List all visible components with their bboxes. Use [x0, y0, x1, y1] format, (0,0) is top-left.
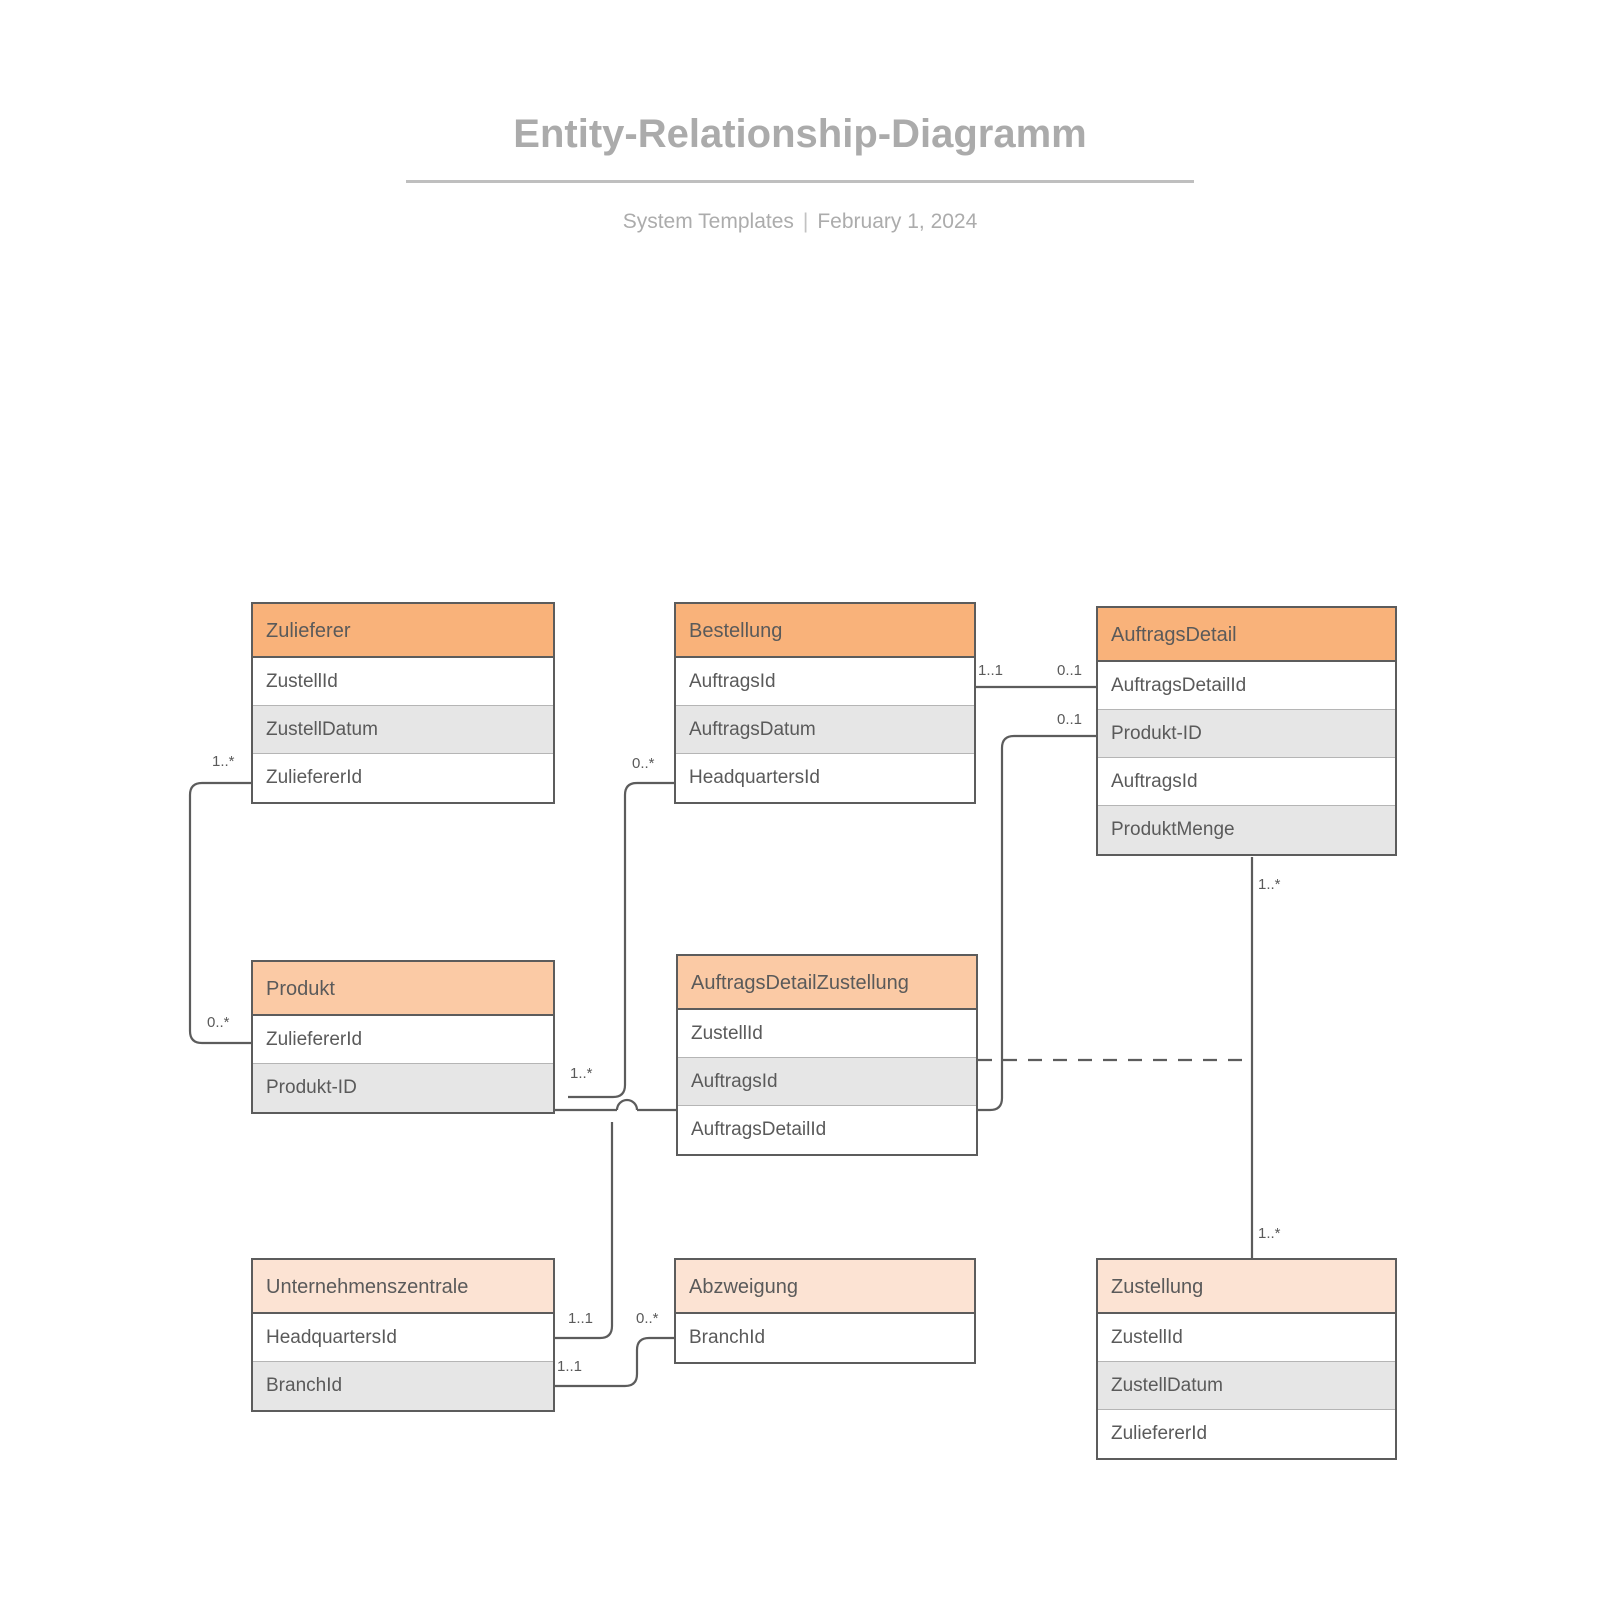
- cardinality-label: 0..1: [1057, 711, 1083, 728]
- cardinality-label: 0..*: [207, 1014, 230, 1031]
- cardinality-label: 1..1: [568, 1310, 594, 1327]
- attribute-row: ProduktMenge: [1098, 806, 1395, 854]
- attribute-row: BranchId: [253, 1362, 553, 1410]
- attribute-row: AuftragsId: [676, 658, 974, 706]
- cardinality-label: 1..*: [1258, 876, 1281, 893]
- title-divider: [406, 180, 1194, 183]
- subtitle-date: February 1, 2024: [817, 210, 978, 233]
- cardinality-label: 1..1: [557, 1358, 583, 1375]
- entity-title-zulieferer: Zulieferer: [253, 604, 553, 658]
- attribute-row: ZustellId: [1098, 1314, 1395, 1362]
- attribute-row: AuftragsId: [1098, 758, 1395, 806]
- connector-unternehmenszentrale-abzweigung-hq: [555, 1122, 614, 1340]
- attribute-row: Produkt-ID: [1098, 710, 1395, 758]
- cardinality-label: 0..1: [1057, 662, 1083, 679]
- entity-title-zustellung: Zustellung: [1098, 1260, 1395, 1314]
- entity-title-auftragsdetail: AuftragsDetail: [1098, 608, 1395, 662]
- attribute-row: ZuliefererId: [253, 1016, 553, 1064]
- cardinality-label: 1..*: [1258, 1225, 1281, 1242]
- connector-line-hop: [615, 1098, 639, 1111]
- attribute-row: HeadquartersId: [253, 1314, 553, 1362]
- attribute-row: ZustellDatum: [1098, 1362, 1395, 1410]
- subtitle-separator: |: [802, 210, 809, 233]
- document-header: Entity-Relationship-Diagramm System Temp…: [0, 0, 1600, 236]
- cardinality-label: 1..1: [978, 662, 1004, 679]
- cardinality-label: 0..*: [636, 1310, 659, 1327]
- attribute-row: ZustellId: [253, 658, 553, 706]
- attribute-row: AuftragsDatum: [676, 706, 974, 754]
- attribute-row: AuftragsDetailId: [1098, 662, 1395, 710]
- attribute-row: ZustellId: [678, 1010, 976, 1058]
- attribute-row: AuftragsId: [678, 1058, 976, 1106]
- attribute-row: AuftragsDetailId: [691, 1119, 827, 1140]
- attribute-row: ZustellDatum: [253, 706, 553, 754]
- entity-title-bestellung: Bestellung: [676, 604, 974, 658]
- cardinality-label: 1..*: [212, 753, 235, 770]
- attribute-row: ZuliefererId: [266, 767, 363, 788]
- entity-title-unternehmenszentrale: Unternehmenszentrale: [253, 1260, 553, 1314]
- subtitle-source: System Templates: [622, 210, 794, 233]
- document-subtitle: System Templates | February 1, 2024: [0, 183, 1600, 236]
- connector-zulieferer-produkt: [188, 781, 251, 1045]
- attribute-row: BranchId: [689, 1327, 766, 1348]
- attribute-row: Produkt-ID: [253, 1064, 553, 1112]
- cardinality-label: 1..*: [570, 1065, 593, 1082]
- entity-title-abzweigung: Abzweigung: [676, 1260, 974, 1314]
- connector-bestellung-auftragsdetailzustellung: [568, 781, 674, 1099]
- attribute-row: HeadquartersId: [689, 767, 820, 788]
- page-title: Entity-Relationship-Diagramm: [513, 112, 1087, 156]
- cardinality-label: 0..*: [632, 755, 655, 772]
- entity-title-produkt: Produkt: [253, 962, 553, 1016]
- entity-title-auftragsdetailzustellung: AuftragsDetailZustellung: [678, 956, 976, 1010]
- attribute-row: ZuliefererId: [1111, 1423, 1208, 1444]
